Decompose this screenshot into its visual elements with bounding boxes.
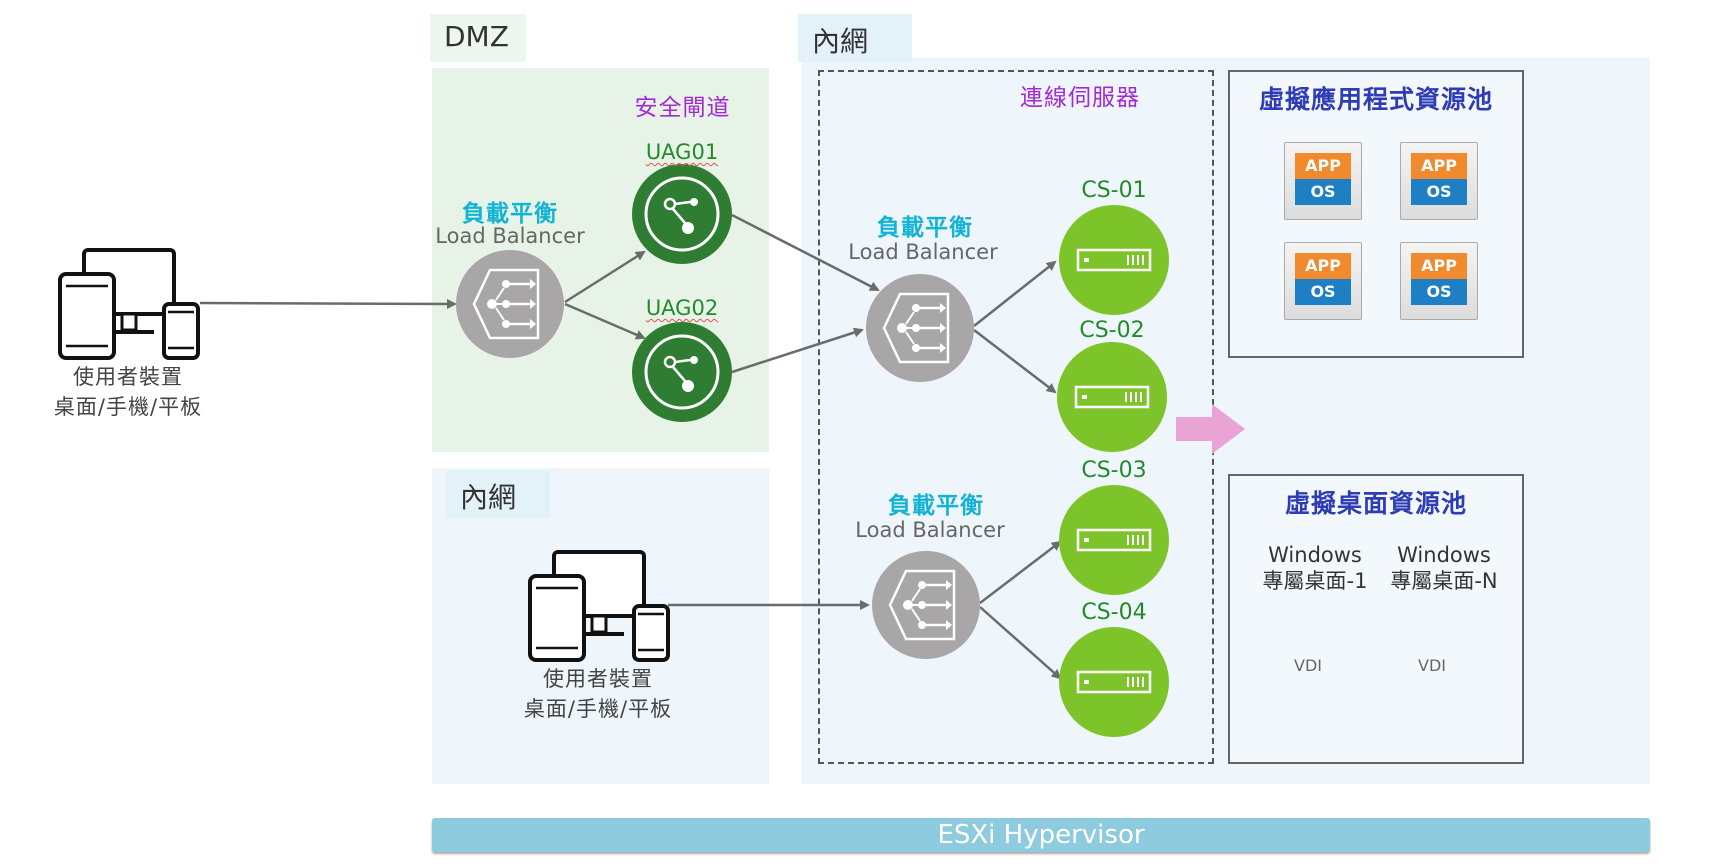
connector-dmz-lb-to-uag01 <box>564 250 646 304</box>
app-tile-1-top: APP <box>1295 153 1351 179</box>
dmz-zone-label: DMZ <box>430 14 526 62</box>
load-balancer-icon-dmz <box>456 250 564 358</box>
desktop-n-label: Windows 專屬桌面-N <box>1374 542 1514 594</box>
cs04-label: CS-04 <box>1081 600 1147 625</box>
app-tile-4-top: APP <box>1411 253 1467 279</box>
intranet-bottom-zone-label: 內網 <box>446 470 550 518</box>
connector-cs-lb-to-cs02 <box>973 329 1057 394</box>
server-icon-cs03 <box>1059 485 1169 595</box>
connector-cs-lb2-to-cs04 <box>979 606 1062 680</box>
app-os-tile-1: APP OS <box>1284 142 1362 220</box>
app-tile-1-bottom: OS <box>1295 179 1351 205</box>
load-balancer-icon-cs2 <box>872 551 980 659</box>
intranet-top-zone-label: 內網 <box>798 14 912 62</box>
uag01-label: UAG01 <box>645 140 719 164</box>
cs-lb2-title-en: Load Balancer <box>855 518 1005 542</box>
cs03-label: CS-03 <box>1081 458 1147 483</box>
app-tile-2-top: APP <box>1411 153 1467 179</box>
gateway-icon-uag02 <box>632 322 732 422</box>
desktop-n-label-line1: Windows <box>1397 543 1491 567</box>
server-icon-cs02 <box>1057 342 1167 452</box>
external-device-label: 使用者裝置 桌面/手機/平板 <box>28 362 228 422</box>
desktop-pool-box <box>1228 474 1524 764</box>
app-os-tile-4: APP OS <box>1400 242 1478 320</box>
connector-cs-lb2-to-cs03 <box>979 540 1062 604</box>
load-balancer-icon-cs1 <box>866 274 974 382</box>
desktop-1-label-line2: 專屬桌面-1 <box>1262 569 1368 593</box>
internal-device-label-line2: 桌面/手機/平板 <box>523 697 673 721</box>
user-devices-icon-internal <box>528 550 670 662</box>
gateway-group-title: 安全閘道 <box>634 95 731 121</box>
cs-lb2-title-zh: 負載平衡 <box>888 493 984 519</box>
app-tile-3-bottom: OS <box>1295 279 1351 305</box>
app-os-tile-3: APP OS <box>1284 242 1362 320</box>
vdi-label-1: VDI <box>1294 656 1322 675</box>
server-icon-cs04 <box>1059 627 1169 737</box>
connection-server-title: 連線伺服器 <box>1020 85 1140 111</box>
connector-dmz-lb-to-uag02 <box>564 302 646 340</box>
app-tile-2-bottom: OS <box>1411 179 1467 205</box>
app-os-tile-2: APP OS <box>1400 142 1478 220</box>
connector-device-to-dmz-lb <box>199 298 457 309</box>
pink-arrow-icon <box>1176 404 1245 454</box>
app-tile-3-top: APP <box>1295 253 1351 279</box>
app-tile-4-bottom: OS <box>1411 279 1467 305</box>
cs02-label: CS-02 <box>1079 318 1145 343</box>
cs01-label: CS-01 <box>1081 178 1147 203</box>
uag02-label: UAG02 <box>645 296 719 320</box>
desktop-1-label-line1: Windows <box>1268 543 1362 567</box>
vdi-label-2: VDI <box>1418 656 1446 675</box>
internal-device-label-line1: 使用者裝置 <box>543 667 653 691</box>
desktop-1-label: Windows 專屬桌面-1 <box>1250 542 1380 594</box>
gateway-icon-uag01 <box>632 164 732 264</box>
app-pool-title: 虛擬應用程式資源池 <box>1258 85 1493 114</box>
cs-lb1-title-zh: 負載平衡 <box>877 215 973 241</box>
external-device-label-line2: 桌面/手機/平板 <box>53 395 203 419</box>
connector-cs-lb-to-cs01 <box>973 260 1057 327</box>
esxi-hypervisor-bar: ESXi Hypervisor <box>432 818 1650 852</box>
external-device-label-line1: 使用者裝置 <box>73 365 183 389</box>
desktop-n-label-line2: 專屬桌面-N <box>1390 569 1498 593</box>
user-devices-icon-external <box>58 248 200 360</box>
internal-device-label: 使用者裝置 桌面/手機/平板 <box>498 664 698 724</box>
desktop-pool-title: 虛擬桌面資源池 <box>1284 489 1467 518</box>
dmz-lb-title-en: Load Balancer <box>435 224 585 248</box>
cs-lb1-title-en: Load Balancer <box>848 240 998 264</box>
dmz-lb-title-zh: 負載平衡 <box>462 201 558 227</box>
connector-uag01-to-cs-lb <box>731 213 880 292</box>
connector-uag02-to-cs-lb <box>731 327 864 374</box>
server-icon-cs01 <box>1059 205 1169 315</box>
